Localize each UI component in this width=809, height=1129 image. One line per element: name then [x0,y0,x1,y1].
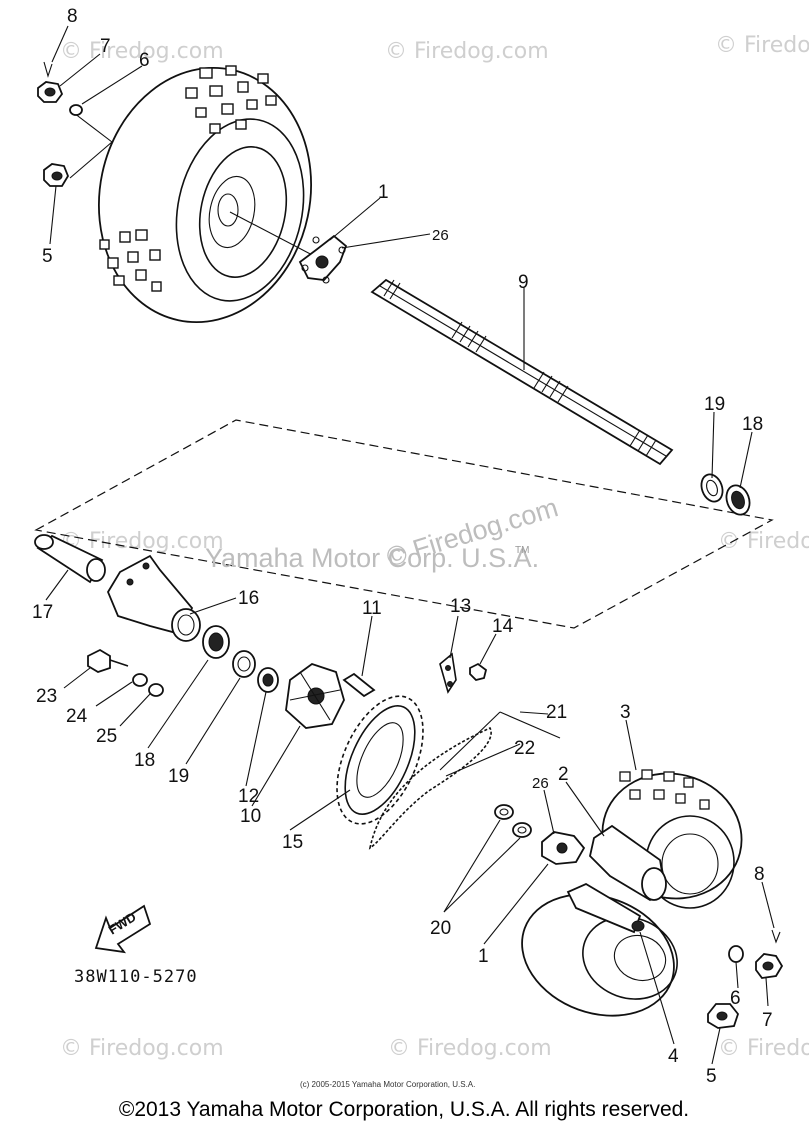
callout: 7 [100,36,111,57]
callout: 21 [546,702,567,723]
callout: 8 [67,6,78,27]
callout: 8 [754,864,765,885]
watermark-tm: TM [515,545,529,556]
assembly-outline [34,419,774,629]
callout: 5 [706,1066,717,1087]
sprocket-hub [285,662,345,729]
callout: 26 [432,227,449,244]
callout: 9 [518,272,529,293]
callout: 19 [704,394,725,415]
watermark-center: Yamaha Motor Corp. U.S.A. [205,543,539,573]
diagram-part-number: 38W110-5270 [74,967,198,987]
watermark-tile: © Firedog.com [385,39,549,64]
callout: 18 [134,750,155,771]
stud [342,672,376,698]
callout: 24 [66,706,88,727]
watermark-tile: © Firedog.com [388,1036,552,1061]
callout: 2 [558,764,569,785]
top-wheel [69,65,319,323]
callouts: 8 7 6 5 1 26 9 19 18 17 16 11 13 14 23 2… [32,6,773,1087]
callout: 15 [282,832,303,853]
chain-joint [439,652,488,694]
axle [370,278,674,466]
top-hub [298,234,348,284]
small-copyright: (c) 2005-2015 Yamaha Motor Corporation, … [300,1080,475,1089]
callout: 17 [32,602,53,623]
footer-copyright: ©2013 Yamaha Motor Corporation, U.S.A. A… [119,1098,689,1121]
callout: 6 [139,50,150,71]
callout: 18 [742,414,763,435]
callout: 13 [450,596,471,617]
watermark-tile: © Firedog.com [60,39,224,64]
callout: 7 [762,1010,773,1031]
callout: 5 [42,246,53,267]
sprocket [336,695,424,825]
watermark-tile: © Firedog.com [60,1036,224,1061]
callout: 23 [36,686,57,707]
callout: 19 [168,766,189,787]
callout: 4 [668,1046,679,1067]
drive-chain [368,711,561,850]
callout: 1 [478,946,489,967]
callout: 3 [620,702,631,723]
watermark-tile: © Firedog.com [718,1036,809,1061]
sleeve [34,534,106,584]
top-wheel-fasteners [37,61,83,187]
callout: 6 [730,988,741,1009]
bottom-wheel-assembly [494,769,784,1029]
callout: 12 [238,786,259,807]
callout: 25 [96,726,117,747]
watermark-tile: © Firedog.com [715,33,809,58]
bolt-washers [87,648,164,697]
callout: 26 [532,775,549,792]
leader-lines [45,25,775,1065]
callout: 22 [514,738,535,759]
callout: 10 [240,806,261,827]
callout: 20 [430,918,451,939]
callout: 16 [238,588,259,609]
callout: 11 [362,598,382,619]
top-seal-bearing [700,473,751,516]
callout: 14 [492,616,514,637]
fwd-arrow-icon: FWD [94,904,152,954]
axle-housing [106,554,201,642]
callout: 1 [378,182,389,203]
watermark-tile: © Firedog.com [60,529,224,554]
bearing-set [202,625,279,693]
